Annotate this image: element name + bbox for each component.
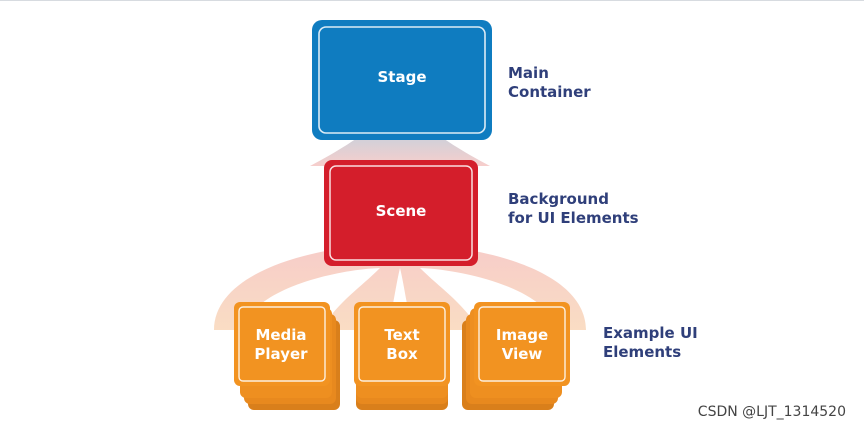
stage-label: Stage xyxy=(377,68,426,86)
image-view-stack: Image View xyxy=(462,302,570,410)
scene-label: Scene xyxy=(376,202,427,220)
top-divider xyxy=(0,0,864,1)
image-view-label-line1: Image xyxy=(496,326,548,344)
scene-node: Scene xyxy=(324,160,478,266)
watermark-text: CSDN @LJT_1314520 xyxy=(697,404,846,420)
scene-side-label-line2: for UI Elements xyxy=(508,209,639,227)
text-box-label-line2: Box xyxy=(386,345,418,363)
text-box-label-line1: Text xyxy=(384,326,419,344)
scene-elements-arc xyxy=(214,244,586,330)
scene-side-label-line1: Background xyxy=(508,190,609,208)
elements-side-label-line1: Example UI xyxy=(603,324,698,342)
media-player-stack: Media Player xyxy=(234,302,340,410)
stage-side-label-line2: Container xyxy=(508,83,591,101)
media-player-label-line1: Media xyxy=(255,326,306,344)
text-box-stack: Text Box xyxy=(354,302,450,410)
image-view-label-line2: View xyxy=(502,345,543,363)
stage-side-label-line1: Main xyxy=(508,64,549,82)
elements-side-label-line2: Elements xyxy=(603,343,681,361)
media-player-label-line2: Player xyxy=(254,345,308,363)
stage-node: Stage xyxy=(312,20,492,140)
